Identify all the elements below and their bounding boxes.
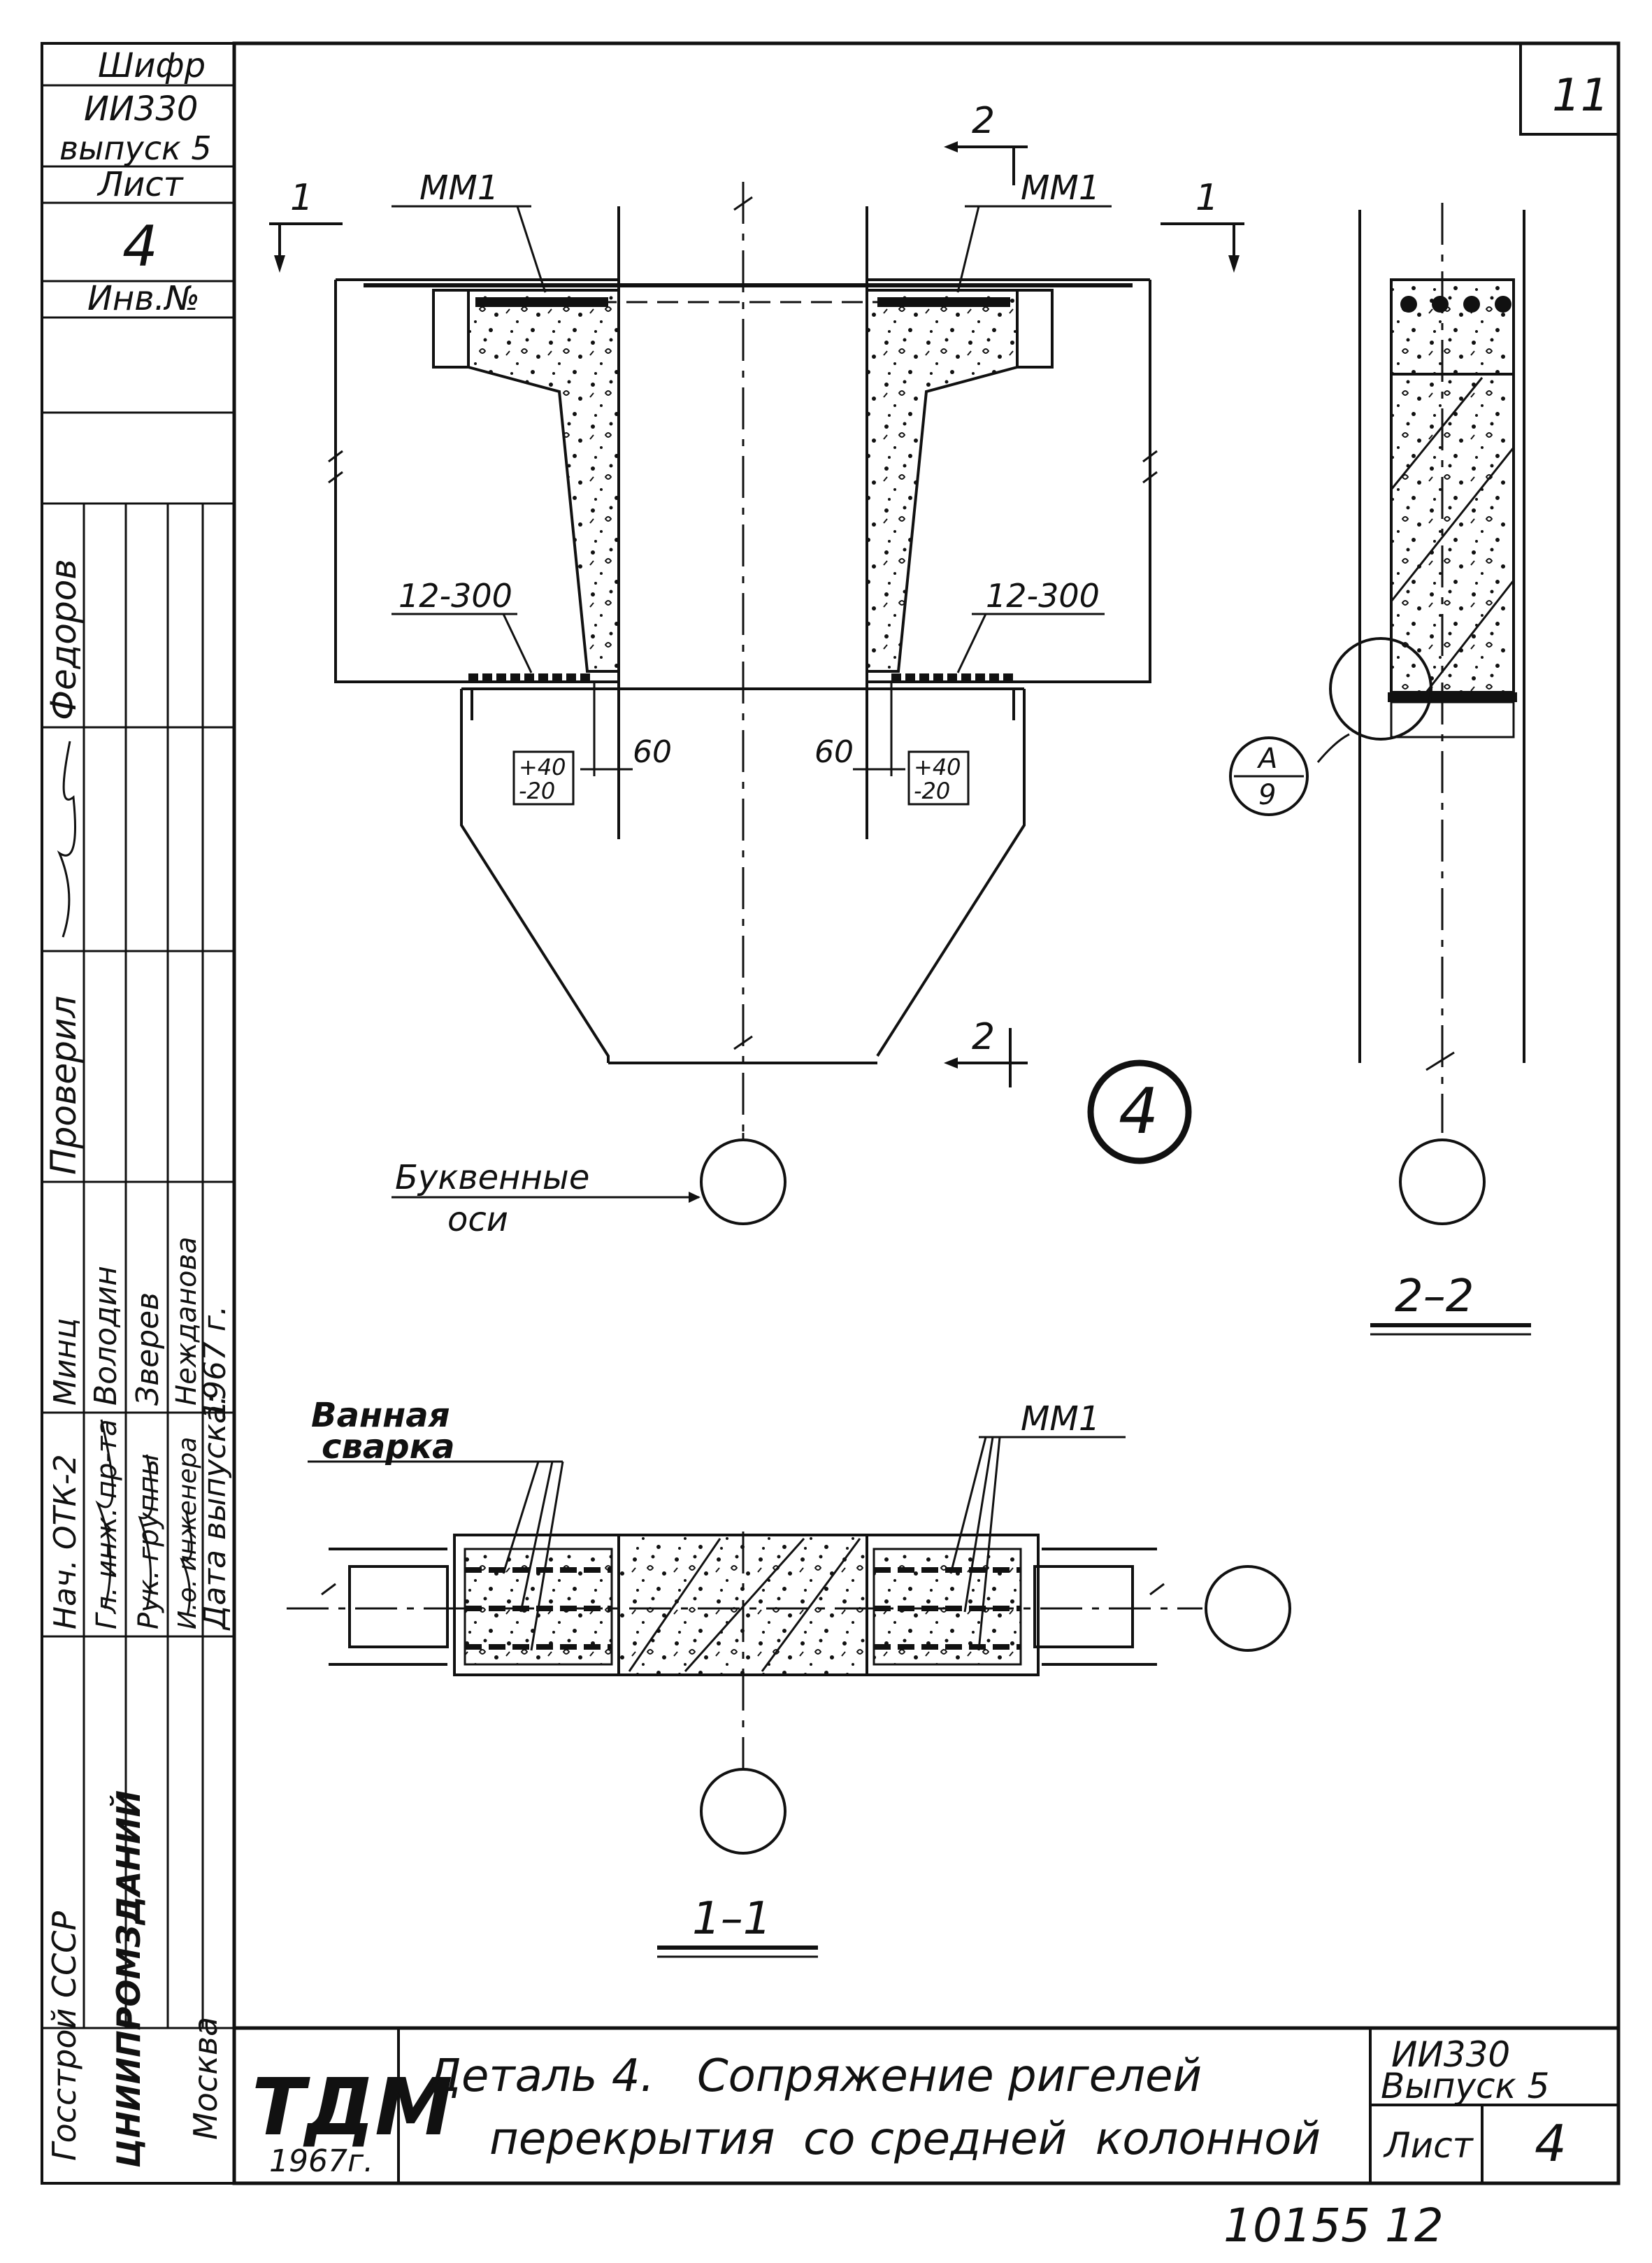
cipher-value: ИИ330 [84,90,198,129]
title-line-2: перекрытия со средней колонной [489,2113,1321,2165]
checked-label: Проверил [43,996,84,1175]
tol-plus-right: +40 [914,754,961,780]
dim-60-left: 60 [633,734,672,770]
city-label: Москва [187,2017,224,2140]
name-3: Зверев [130,1292,166,1406]
detail-number: 4 [1119,1075,1158,1148]
institute-label: ЦНИИПРОМЗДАНИЙ [110,1790,148,2168]
signature-scribble-4 [180,1510,193,1616]
section-2-2: А 9 2–2 [1229,203,1531,1336]
signature-grid: Федоров Проверил Нач. ОТК-2 Гл. инж. пр-… [42,504,234,2168]
title-line-1: Деталь 4. Сопряжение ригелей [424,2050,1202,2102]
tol-minus-right: -20 [914,778,950,804]
section-2-2-label: 2–2 [1395,1271,1474,1322]
role-4: И.о. инженера [173,1437,202,1629]
name-4: Нежданова [171,1236,203,1406]
title-block: ТДМ 1967г. Деталь 4. Сопряжение ригелей … [234,2026,1618,2183]
label-12-300-left: 12-300 [398,577,512,615]
signature-scribble [57,741,76,938]
signature-scribble-2 [95,1419,114,1609]
sheet-frame [41,41,1621,2185]
title-sheet-value: 4 [1535,2114,1567,2173]
section-1-1: Ванная сварка ММ1 1–1 [287,1396,1291,1958]
label-12-300-right: 12-300 [986,577,1100,615]
archive-number: 10155 12 [1223,2199,1444,2253]
axes-label-2: оси [447,1200,508,1239]
checked-name: Федоров [43,559,84,720]
callout-top: А [1256,743,1277,775]
tol-plus-left: +40 [519,754,566,780]
tol-minus-left: -20 [519,778,555,804]
callout-bottom: 9 [1258,779,1276,811]
bath-weld-label-1: Ванная [311,1396,450,1435]
sheet-number: 11 [1552,70,1609,122]
title-sheet-label: Лист [1383,2125,1474,2166]
label-mm1-left: ММ1 [419,169,498,208]
dim-60-right: 60 [814,734,854,770]
inv-label: Инв.№ [87,279,200,318]
date-value: 1967 г. [197,1306,233,1420]
section-concrete [1390,278,1515,694]
left-stamp: Шифр ИИ330 выпуск 5 Лист 4 Инв.№ [42,46,234,505]
title-code: ИИ330 [1391,2034,1510,2075]
cut1-left: 1 [290,177,313,219]
date-label: Дата выпуска: [197,1394,233,1631]
title-issue: Выпуск 5 [1381,2066,1549,2106]
bath-weld-label-2: сварка [322,1427,455,1466]
ministry-label: Госстрой СССР [45,1911,83,2161]
logo-text: ТДМ [252,2062,453,2153]
name-2: Володин [88,1266,124,1406]
cut2-bottom: 2 [972,1016,995,1058]
elevation-view: ММ1 ММ1 12-300 12-300 60 60 +40 -20 +40 … [269,100,1244,1239]
issue-label: выпуск 5 [59,129,212,167]
name-1: Минц [48,1318,83,1406]
cut1-right: 1 [1195,177,1219,219]
sheet-number-box: 11 [1519,42,1620,136]
cipher-label: Шифр [98,46,206,85]
sheet-value-left: 4 [122,214,158,279]
section-1-1-label: 1–1 [692,1893,771,1945]
sheet-label-left: Лист [96,165,185,204]
signature-scribble-3 [138,1454,154,1609]
axes-label-1: Буквенные [395,1158,589,1197]
label-mm1-plan: ММ1 [1021,1399,1100,1439]
role-1: Нач. ОТК-2 [48,1454,83,1629]
label-mm1-right: ММ1 [1021,169,1100,208]
cut2-top: 2 [972,100,995,142]
logo-year: 1967г. [269,2143,373,2179]
